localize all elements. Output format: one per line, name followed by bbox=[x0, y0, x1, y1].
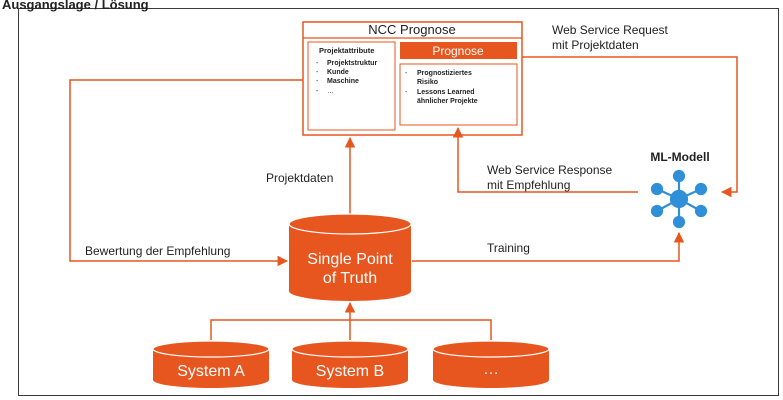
svg-text:ähnlicher Projekte: ähnlicher Projekte bbox=[417, 98, 478, 105]
svg-text:Lessons Learned: Lessons Learned bbox=[417, 89, 475, 96]
system-other-database: … bbox=[432, 340, 550, 388]
svg-text:-: - bbox=[316, 78, 319, 85]
svg-text:-: - bbox=[316, 69, 319, 76]
svg-text:mit Projektdaten: mit Projektdaten bbox=[552, 38, 639, 52]
web-service-request-label: Web Service Request bbox=[552, 23, 669, 37]
spot-label-line2: of Truth bbox=[323, 270, 377, 287]
svg-text:-: - bbox=[316, 88, 319, 95]
projektattribute-title: Projektattribute bbox=[319, 46, 374, 55]
projektattribute-item: Maschine bbox=[327, 78, 359, 85]
bewertung-arrow bbox=[69, 79, 303, 267]
ml-modell-label: ML-Modell bbox=[650, 150, 709, 164]
svg-text:mit Empfehlung: mit Empfehlung bbox=[487, 178, 570, 192]
projektattribute-item: … bbox=[327, 88, 334, 95]
system-a-database: System A bbox=[152, 340, 270, 388]
svg-text:Prognostiziertes: Prognostiziertes bbox=[417, 70, 472, 77]
single-point-of-truth-database: Single Point of Truth bbox=[288, 213, 412, 301]
system-label: … bbox=[483, 361, 499, 378]
training-arrow bbox=[412, 231, 685, 262]
system-label: System A bbox=[177, 363, 245, 380]
svg-text:Risiko: Risiko bbox=[417, 79, 438, 86]
header-partial-text: Ausgangslage / Lösung bbox=[2, 0, 149, 12]
prognose-header bbox=[400, 42, 517, 59]
projektattribute-item: Projektstruktur bbox=[327, 60, 377, 67]
prognose-panel bbox=[399, 63, 518, 126]
svg-text:-: - bbox=[405, 70, 408, 77]
web-service-response-label: Web Service Response bbox=[487, 163, 613, 177]
svg-text:-: - bbox=[316, 60, 319, 67]
spot-label-line1: Single Point bbox=[307, 251, 393, 268]
training-label: Training bbox=[487, 241, 530, 255]
bewertung-label: Bewertung der Empfehlung bbox=[85, 244, 230, 258]
system-b-database: System B bbox=[291, 340, 409, 388]
systems-connector bbox=[210, 319, 492, 340]
system-label: System B bbox=[316, 363, 384, 380]
prognose-title: Prognose bbox=[432, 44, 484, 58]
projektattribute-panel bbox=[307, 41, 396, 131]
svg-text:-: - bbox=[405, 89, 408, 96]
web-service-response-arrow bbox=[452, 126, 638, 193]
ncc-prognose-title: NCC Prognose bbox=[368, 22, 455, 37]
web-service-request-arrow bbox=[522, 56, 738, 198]
network-node-icon bbox=[650, 169, 708, 229]
projektattribute-item: Kunde bbox=[327, 69, 349, 76]
projektdaten-label: Projektdaten bbox=[266, 171, 333, 185]
